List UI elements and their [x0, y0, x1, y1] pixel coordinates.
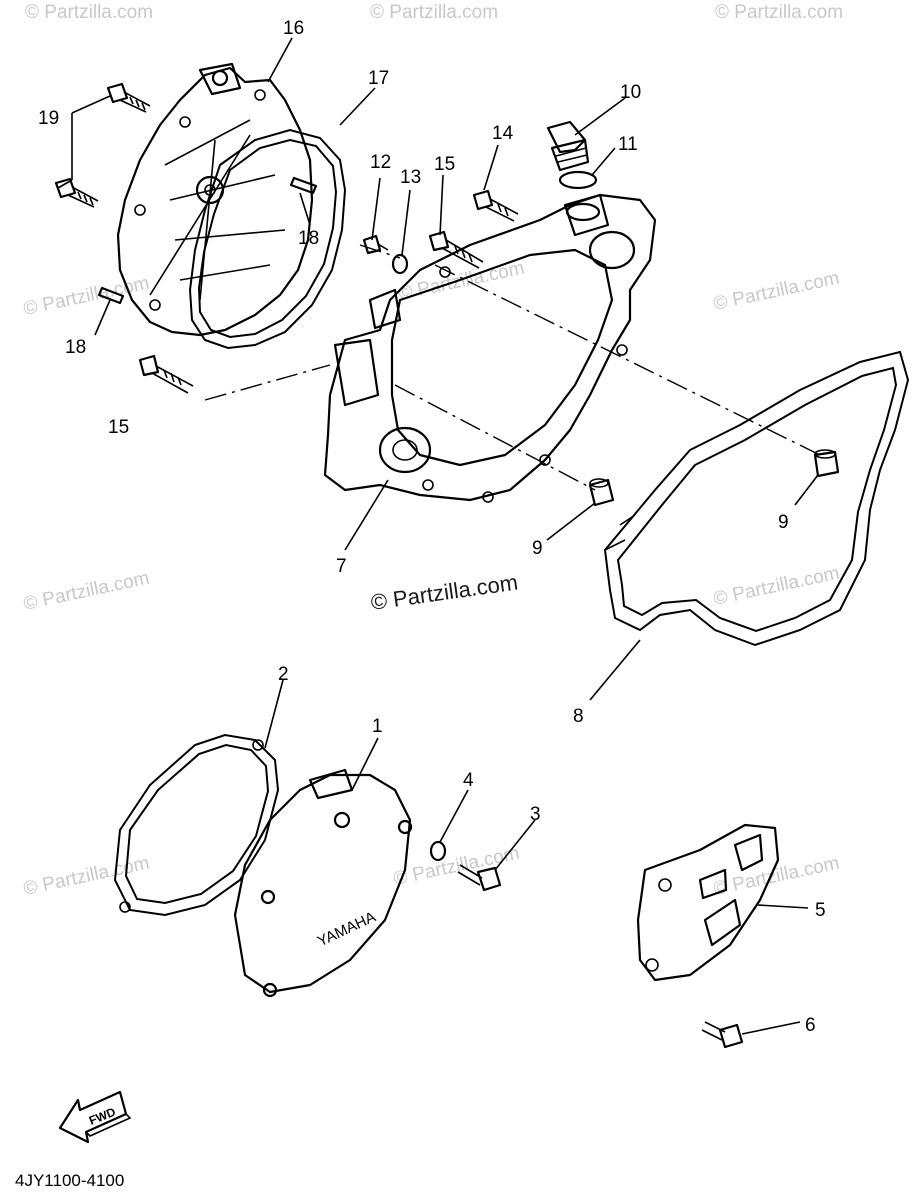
bolt-19-upper: [106, 82, 151, 113]
callout-14: 14: [492, 123, 514, 144]
callout-15-center: 15: [434, 154, 455, 175]
callout-2: 2: [278, 664, 289, 685]
bolt-12: [362, 234, 389, 255]
watermark-layer: © Partzilla.com © Partzilla.com © Partzi…: [22, 2, 843, 900]
watermark: © Partzilla.com: [25, 2, 153, 23]
watermark: © Partzilla.com: [22, 273, 152, 320]
callout-12: 12: [370, 152, 391, 173]
bolt-15-left: [138, 354, 194, 394]
watermark: © Partzilla.com: [712, 853, 842, 900]
cover-brand-logo: YAMAHA: [315, 908, 379, 950]
diagram-code: 4JY1100-4100: [15, 1171, 124, 1190]
callout-labels: 16 17 19 18 18 12 13 15 14 10 11 15 7 9 …: [38, 18, 826, 1036]
bolt-3: [457, 864, 502, 892]
watermark: © Partzilla.com: [22, 568, 152, 615]
clutch-cover-gasket: [188, 128, 347, 350]
alignment-lines: [204, 244, 821, 491]
dowel-pin-18-left: [97, 286, 125, 305]
dowel-9-right: [813, 449, 840, 478]
watermark: © Partzilla.com: [397, 258, 527, 305]
callout-9-left: 9: [532, 538, 543, 559]
callout-16: 16: [283, 18, 304, 39]
watermark: © Partzilla.com: [22, 853, 152, 900]
washer-13: [391, 253, 409, 275]
callout-8: 8: [573, 706, 584, 727]
watermark: © Partzilla.com: [715, 2, 843, 23]
callout-15-left: 15: [108, 417, 129, 438]
callout-10: 10: [620, 82, 641, 103]
forward-arrow-icon: FWD: [58, 1090, 132, 1144]
crankcase-cover-7: [323, 193, 657, 503]
callout-11: 11: [618, 134, 638, 155]
sprocket-cover-5: [636, 823, 780, 982]
o-ring-11: [558, 170, 598, 190]
callout-4: 4: [463, 770, 474, 791]
callout-9-right: 9: [778, 512, 789, 533]
watermark: © Partzilla.com: [712, 268, 842, 315]
leader-lines: [57, 37, 819, 1035]
copyright-watermark: © Partzilla.com: [369, 570, 519, 615]
callout-13: 13: [400, 167, 421, 188]
callout-17: 17: [368, 68, 389, 89]
oil-filler-plug-10: [546, 120, 590, 172]
washer-4: [429, 840, 447, 862]
dowel-pin-18-right: [289, 176, 318, 195]
callout-7: 7: [336, 556, 347, 577]
callout-18-right: 18: [298, 228, 319, 249]
generator-cover-1: YAMAHA: [233, 768, 413, 998]
watermark: © Partzilla.com: [370, 2, 498, 23]
crankcase-gasket-8: [603, 350, 910, 647]
clutch-cover-outer: [116, 62, 314, 337]
callout-3: 3: [530, 804, 541, 825]
callout-19: 19: [38, 108, 59, 129]
dowel-9-left: [588, 478, 615, 507]
callout-1: 1: [372, 716, 383, 737]
bolt-6: [701, 1021, 744, 1049]
callout-6: 6: [805, 1015, 816, 1036]
generator-gasket-2: [113, 733, 280, 917]
callout-18-left: 18: [65, 337, 86, 358]
bolt-15-center: [428, 230, 484, 269]
watermark: © Partzilla.com: [712, 563, 842, 610]
bolt-19-lower: [54, 177, 99, 208]
watermark: © Partzilla.com: [392, 843, 522, 890]
callout-5: 5: [815, 900, 826, 921]
bolt-14: [472, 189, 519, 222]
